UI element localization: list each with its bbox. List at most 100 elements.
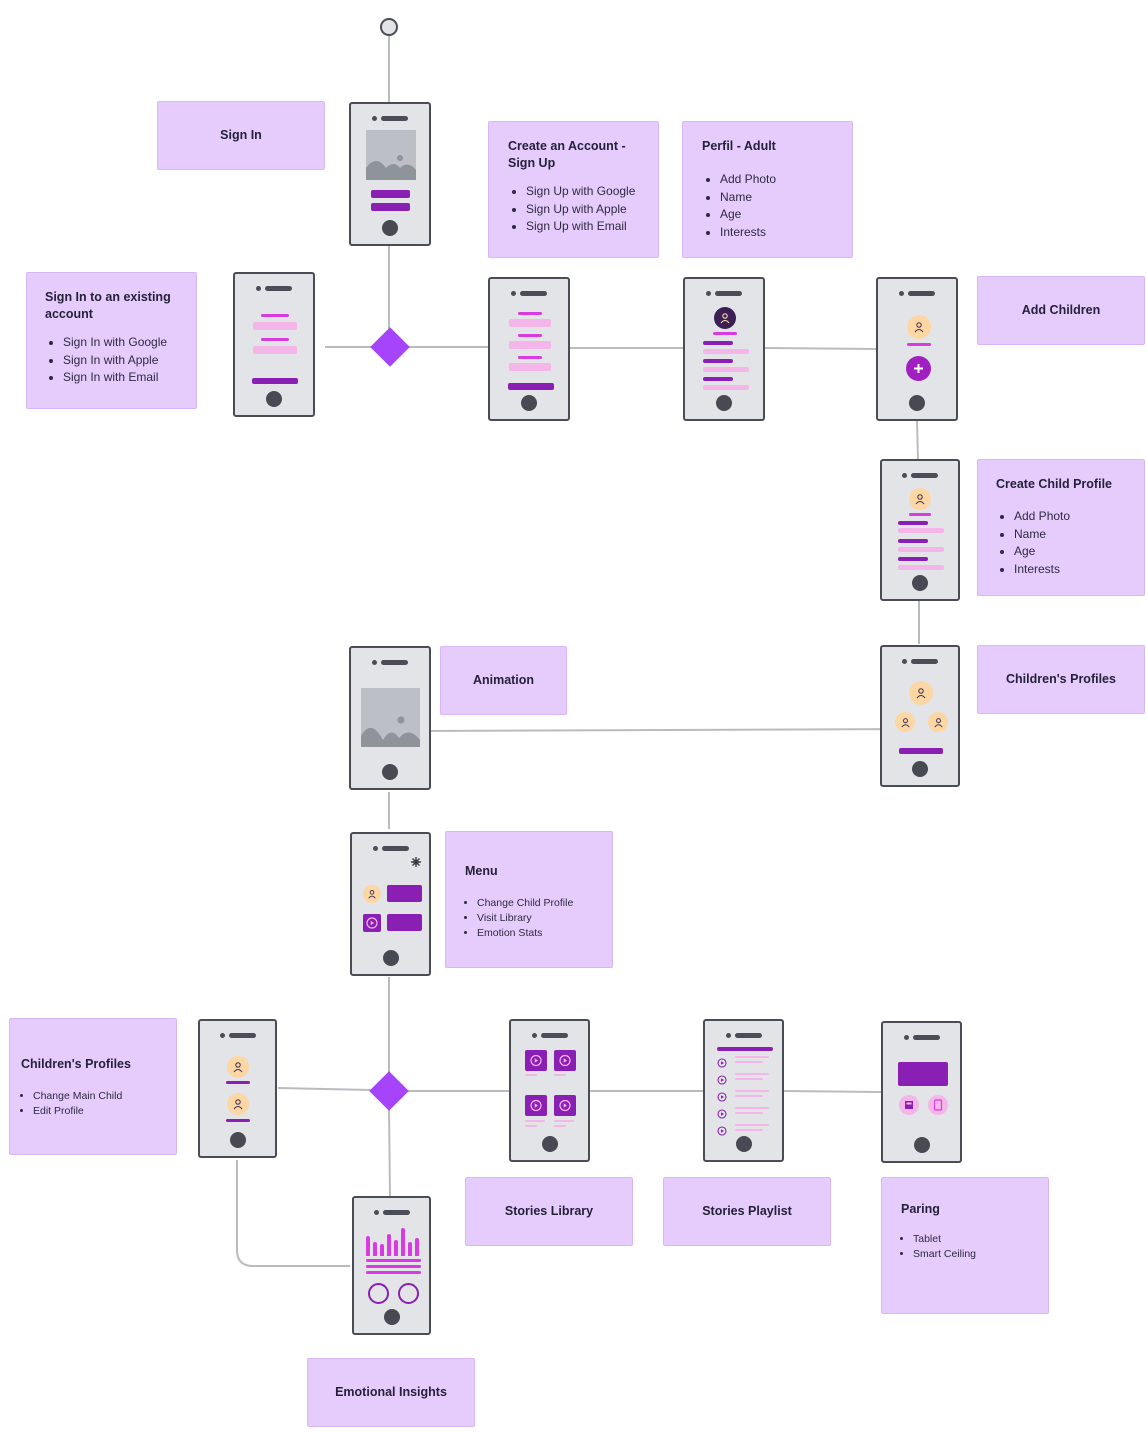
label-placeholder — [703, 341, 733, 345]
list-item: Change Main Child — [33, 1089, 164, 1104]
stat-line-placeholder — [366, 1271, 421, 1274]
screen-create-child-profile — [880, 459, 960, 601]
phone-speaker — [219, 1033, 256, 1039]
button-placeholder — [371, 190, 410, 198]
story-play-icon — [554, 1050, 576, 1071]
home-button — [521, 395, 537, 411]
phone-speaker — [256, 286, 292, 292]
menu-item-placeholder — [387, 885, 422, 902]
connector — [783, 1090, 882, 1093]
note-title: Animation — [472, 673, 535, 687]
stat-line-placeholder — [366, 1259, 421, 1262]
note-title: Perfil - Adult — [702, 139, 776, 153]
avatar-user-icon — [714, 307, 736, 329]
note-title: Stories Playlist — [702, 1204, 792, 1218]
note-title: Stories Library — [504, 1204, 594, 1218]
home-button — [382, 950, 399, 966]
note-sign-in-existing: Sign In to an existing account Sign In w… — [26, 272, 197, 409]
tablet-device-icon — [928, 1095, 948, 1115]
device-banner-placeholder — [898, 1062, 948, 1086]
phone-speaker — [372, 846, 409, 852]
home-button — [382, 220, 398, 236]
phone-speaker — [902, 659, 938, 665]
list-item: Sign Up with Email — [526, 218, 646, 236]
note-childrens-profiles-top: Children's Profiles — [977, 645, 1145, 714]
label-placeholder — [261, 314, 289, 317]
label-placeholder — [909, 513, 931, 516]
list-item: Smart Ceiling — [913, 1247, 1036, 1262]
note-emotional-insights: Emotional Insights — [307, 1358, 475, 1427]
connector — [916, 420, 919, 461]
label-placeholder — [907, 343, 931, 346]
list-item: Tablet — [913, 1232, 1036, 1247]
note-title: Paring — [901, 1202, 940, 1216]
label-placeholder — [518, 356, 542, 359]
note-profile-adult: Perfil - Adult Add Photo Name Age Intere… — [682, 121, 853, 258]
equalizer-bar — [394, 1240, 398, 1256]
note-title: Menu — [465, 864, 498, 878]
list-item: Emotion Stats — [477, 926, 600, 941]
label-placeholder — [898, 521, 928, 525]
screen-childrens-profiles-edit — [198, 1019, 277, 1158]
screen-add-children — [876, 277, 958, 421]
input-placeholder — [703, 367, 749, 372]
playlist-play-icon — [717, 1106, 727, 1119]
note-stories-playlist: Stories Playlist — [663, 1177, 831, 1246]
connector — [277, 1087, 372, 1091]
label-placeholder — [898, 539, 928, 543]
input-placeholder — [509, 341, 551, 349]
note-list: Change Main Child Edit Profile — [21, 1089, 164, 1119]
input-placeholder — [898, 565, 944, 570]
avatar-user-icon — [909, 488, 931, 510]
list-item: Edit Profile — [33, 1104, 164, 1119]
home-button — [382, 764, 398, 780]
list-item: Add Photo — [1014, 508, 1132, 526]
screen-stories-library — [509, 1019, 590, 1162]
note-title: Sign In — [220, 128, 262, 142]
phone-speaker — [902, 473, 938, 479]
list-item: Visit Library — [477, 911, 600, 926]
playlist-play-icon — [717, 1123, 727, 1136]
story-play-icon — [525, 1050, 547, 1071]
input-placeholder — [703, 385, 749, 390]
playlist-line-placeholder — [735, 1073, 769, 1075]
list-item: Change Child Profile — [477, 896, 600, 911]
screen-sign-in — [349, 102, 431, 246]
avatar-user-icon — [227, 1056, 249, 1078]
menu-item-placeholder — [387, 914, 422, 931]
note-add-children: Add Children — [977, 276, 1145, 345]
connector — [764, 347, 877, 350]
note-title: Create an Account - Sign Up — [508, 139, 626, 170]
note-sign-in: Sign In — [157, 101, 325, 170]
caption-placeholder — [554, 1120, 574, 1122]
note-create-child-profile: Create Child Profile Add Photo Name Age … — [977, 459, 1145, 596]
list-item: Sign Up with Google — [526, 183, 646, 201]
list-item: Interests — [720, 224, 840, 242]
label-placeholder — [703, 359, 733, 363]
equalizer-bar — [366, 1236, 370, 1256]
label-placeholder — [713, 332, 737, 335]
note-title: Create Child Profile — [996, 477, 1112, 491]
connector — [236, 1160, 350, 1267]
input-placeholder — [253, 322, 297, 330]
avatar-user-icon — [907, 315, 931, 339]
label-placeholder — [898, 557, 928, 561]
playlist-line-placeholder — [735, 1090, 769, 1092]
home-button — [912, 761, 928, 777]
avatar-user-icon — [363, 885, 381, 903]
playlist-header-placeholder — [717, 1047, 773, 1051]
screen-emotional-insights — [352, 1196, 431, 1335]
button-placeholder — [508, 383, 554, 390]
list-item: Age — [720, 206, 840, 224]
list-item: Sign In with Email — [63, 369, 184, 387]
story-play-icon — [554, 1095, 576, 1116]
note-list: Change Child Profile Visit Library Emoti… — [465, 896, 600, 941]
equalizer-bar — [401, 1228, 405, 1256]
playlist-play-icon — [717, 1089, 727, 1102]
phone-speaker — [903, 1035, 940, 1041]
list-item: Interests — [1014, 561, 1132, 579]
equalizer-bar — [373, 1242, 377, 1256]
image-placeholder-icon — [366, 130, 416, 180]
playlist-line-placeholder — [735, 1056, 769, 1058]
